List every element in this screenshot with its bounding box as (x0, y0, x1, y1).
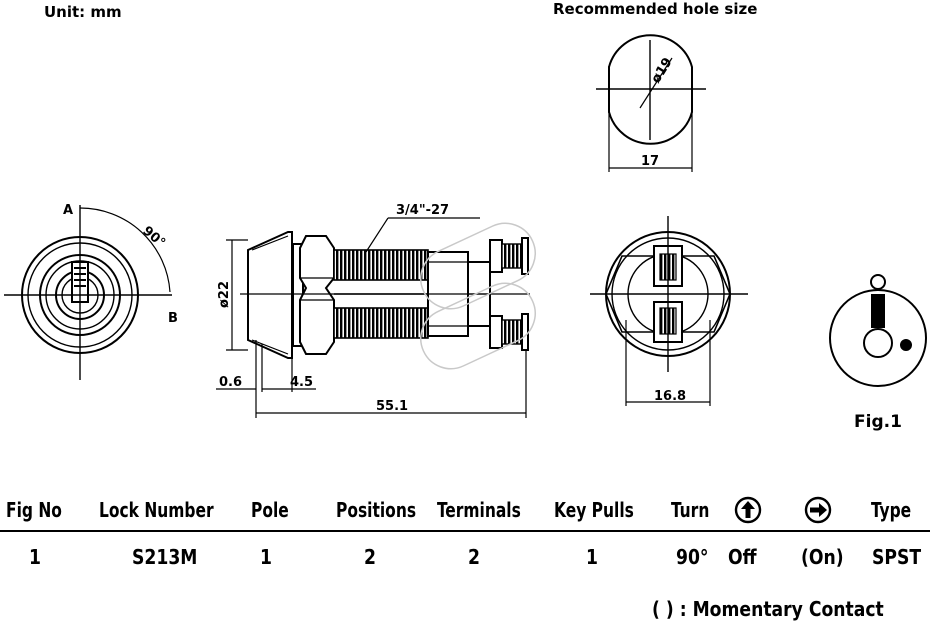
technical-drawing: ø19 17 A B 90° (4, 34, 927, 432)
cell-pole: 1 (260, 545, 272, 569)
momentary-note: ( ) : Momentary Contact (652, 597, 884, 621)
col-positions: Positions (336, 498, 417, 522)
hole-size-title: Recommended hole size (553, 0, 758, 18)
length-label: 55.1 (376, 399, 408, 414)
cell-turn: 90° (676, 545, 709, 569)
front-a-label: A (63, 203, 73, 218)
angle-label: 90° (139, 224, 167, 251)
cell-type: SPST (872, 545, 922, 569)
arrow-right-circle-icon (804, 496, 832, 524)
cell-lock-number: S213M (132, 545, 198, 569)
side-view (216, 217, 530, 418)
cell-positions: 2 (364, 545, 376, 569)
cell-terminals: 2 (468, 545, 480, 569)
cell-up-state: Off (728, 545, 757, 569)
watermark-logo (420, 222, 536, 370)
fig1-symbol (829, 274, 927, 387)
flange-label: 0.6 (219, 375, 242, 390)
col-turn: Turn (671, 498, 710, 522)
table-divider (0, 530, 930, 532)
thread-label: 3/4"-27 (396, 203, 449, 218)
nut-label: 4.5 (290, 375, 313, 390)
rear-width-label: 16.8 (654, 389, 686, 404)
col-fig-no: Fig No (6, 498, 62, 522)
hole-view (596, 34, 706, 172)
col-terminals: Terminals (437, 498, 521, 522)
cell-key-pulls: 1 (586, 545, 598, 569)
cell-right-state: (On) (801, 545, 844, 569)
cell-fig-no: 1 (29, 545, 41, 569)
fig-label: Fig.1 (854, 412, 902, 432)
front-b-label: B (168, 311, 178, 326)
unit-label: Unit: mm (44, 3, 122, 21)
hole-width-label: 17 (641, 154, 659, 169)
rear-view (590, 216, 748, 406)
arrow-up-circle-icon (734, 496, 762, 524)
front-view (4, 205, 172, 380)
col-lock-number: Lock Number (99, 498, 214, 522)
col-key-pulls: Key Pulls (554, 498, 634, 522)
col-pole: Pole (251, 498, 289, 522)
body-dia-label: ø22 (217, 281, 232, 308)
col-type: Type (871, 498, 912, 522)
